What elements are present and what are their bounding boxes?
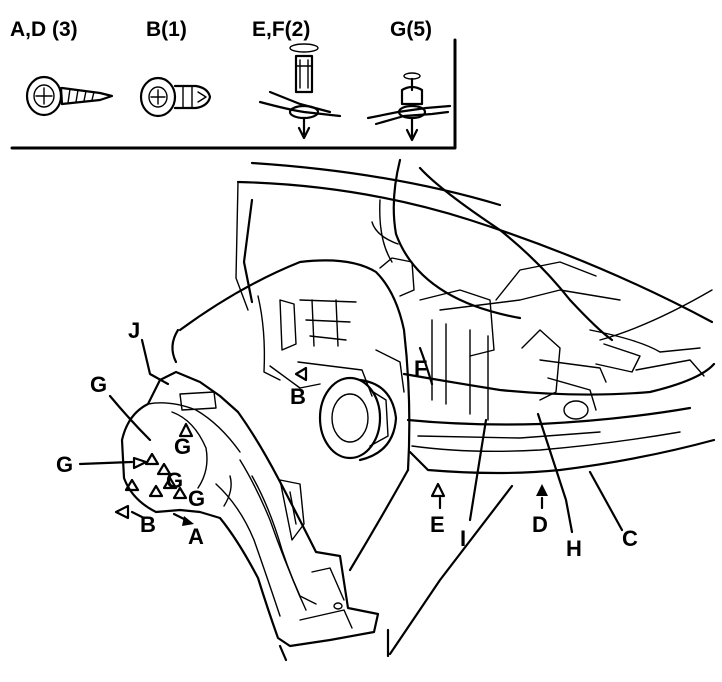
callout-leaders [78,338,624,534]
fastener-markers [114,366,548,526]
callout-labels: J G G G G G B A B F E I D H C [56,318,638,561]
pin-fastener-icon [258,43,342,140]
fastener-legend: A,D (3) B(1) E,F(2) G(5) [10,18,457,150]
label-b-left: B [140,512,156,537]
push-rivet-icon [366,72,452,142]
bumper-bottom [408,438,716,475]
marker-g-top [178,422,194,438]
label-g-mid1: G [174,434,191,459]
marker-e [430,482,446,498]
hood-edge [236,180,714,324]
legend-label-g: G(5) [390,18,432,41]
fender-liner [120,370,390,662]
legend-label-b: B(1) [146,18,187,41]
legend-frame [10,38,457,150]
clip-icon [139,76,212,118]
marker-b-left [114,504,130,520]
label-i: I [460,526,466,551]
marker-g-left [132,456,148,470]
label-g-top: G [90,372,107,397]
label-d: D [532,512,548,537]
label-f: F [414,356,427,381]
label-c: C [622,526,638,551]
liner-outline [120,370,380,648]
label-b-right: B [290,384,306,409]
brake-hub [318,349,405,462]
label-h: H [566,536,582,561]
label-a: A [188,524,204,549]
vehicle-body [171,158,716,656]
label-e: E [430,512,445,537]
wheel-arch [178,259,411,472]
legend-label-ad: A,D (3) [10,18,78,41]
marker-d [536,484,548,496]
screw-icon [25,75,114,117]
legend-label-ef: E,F(2) [252,18,310,41]
bumper-top [402,362,716,396]
label-j: J [128,318,140,343]
label-g-mid2: G [166,468,183,493]
label-g-mid3: G [188,486,205,511]
marker-b-right [294,366,308,382]
label-g-left: G [56,452,73,477]
